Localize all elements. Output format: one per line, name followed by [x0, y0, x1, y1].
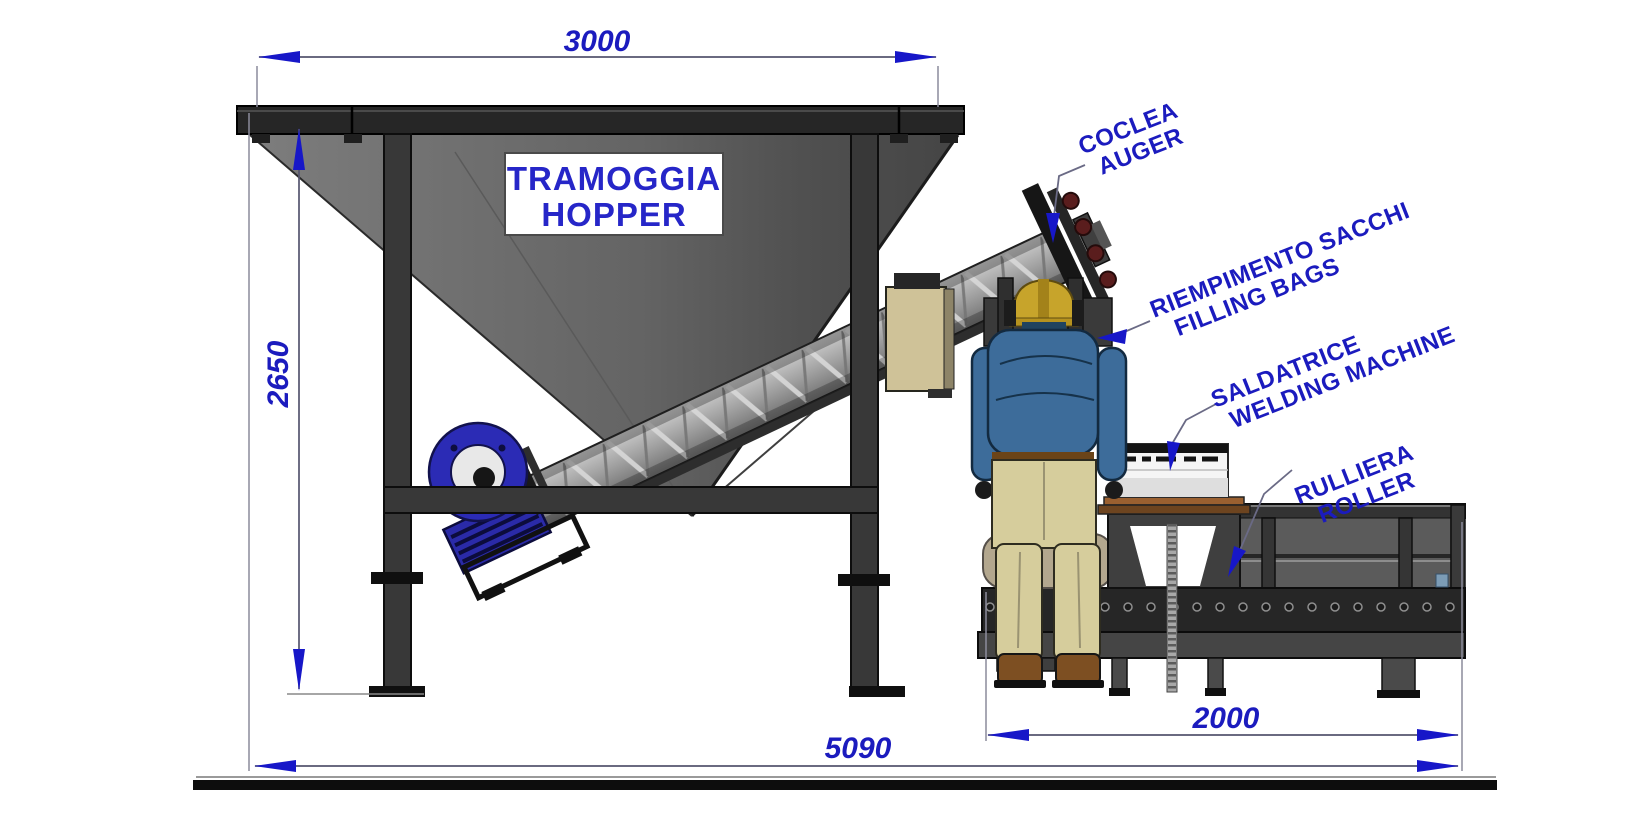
hopper-label-line2: HOPPER [541, 196, 686, 233]
left-leg-collar [371, 572, 423, 584]
dimension-3000: 3000 [256, 25, 939, 107]
dimension-2000: 2000 [985, 522, 1463, 771]
frame-right-leg [850, 133, 879, 691]
rim-brackets [252, 134, 958, 143]
callout-filling-bags: RIEMPIMENTO SACCHI FILLING BAGS [1097, 194, 1429, 347]
conveyor-post [1398, 517, 1413, 589]
glove [1105, 481, 1123, 499]
table-top-lower [1097, 504, 1251, 515]
callout-filling-line1: RIEMPIMENTO SACCHI [1146, 197, 1413, 323]
boot [997, 653, 1043, 685]
dimension-5090: 5090 [254, 732, 1459, 772]
table-top [1103, 496, 1245, 506]
dimension-2650: 2650 [248, 113, 424, 771]
worker [970, 278, 1128, 688]
conveyor-legs [1109, 657, 1420, 698]
glove [975, 481, 993, 499]
band-tab [1435, 573, 1449, 588]
hat-ridge [1038, 279, 1049, 322]
boot [1055, 653, 1101, 685]
hopper-frame [369, 133, 905, 697]
left-foot-plate [369, 686, 425, 697]
conveyor-frame-beam [977, 631, 1466, 659]
frame-left-leg [383, 133, 412, 691]
hopper-nameplate: TRAMOGGIA HOPPER [504, 152, 724, 236]
frame-beam [383, 486, 879, 514]
svg-text:COCLEA AUGER: COCLEA AUGER [1075, 95, 1197, 185]
welding-table [1107, 513, 1241, 693]
conveyor-side-panel [1221, 517, 1452, 589]
right-foot-plate [849, 686, 905, 697]
ear-muff [1004, 300, 1016, 326]
hopper [236, 105, 965, 517]
svg-text:RIEMPIMENTO SACCHI FIL: RIEMPIMENTO SACCHI FILLING BAGS [1146, 194, 1429, 347]
ground-line [193, 776, 1497, 790]
flange-bolts [1061, 191, 1117, 289]
drive-box [885, 273, 955, 398]
ear-muff [1072, 300, 1084, 326]
dim-overall-length: 5090 [825, 732, 892, 765]
conveyor-post [1261, 517, 1276, 589]
hopper-funnel [250, 135, 958, 516]
right-leg-collar [838, 574, 890, 586]
dim-hopper-width: 3000 [564, 25, 631, 58]
hopper-label-line1: TRAMOGGIA [507, 160, 721, 197]
dim-roller-length: 2000 [1192, 702, 1260, 735]
right-leg [1053, 543, 1101, 661]
right-arm [1096, 346, 1128, 482]
dim-hopper-height: 2650 [262, 340, 295, 408]
motor-bracket [460, 512, 591, 602]
svg-text:SALDATRICE WELDING MAC: SALDATRICE WELDING MACHINE [1207, 297, 1459, 438]
belt [992, 452, 1094, 461]
